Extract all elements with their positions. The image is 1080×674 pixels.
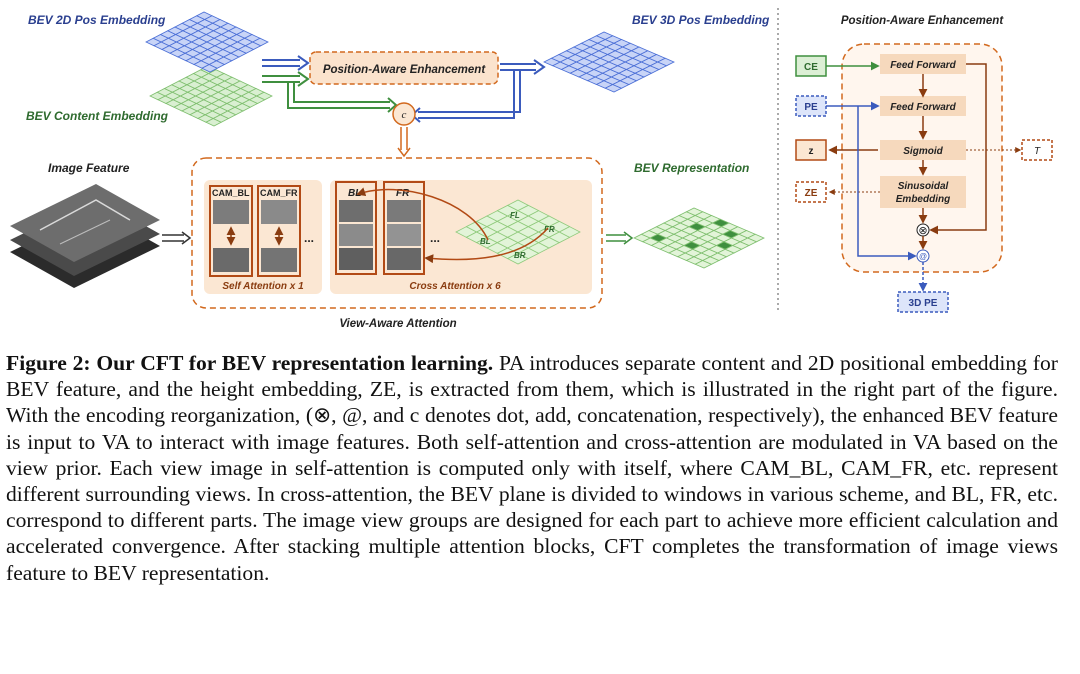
bev-3d-pos-grid: [543, 31, 675, 93]
bl-image-3: [339, 248, 373, 270]
ff2-box: [880, 96, 966, 116]
self-attention-label: Self Attention x 1: [222, 281, 304, 292]
grid-br-label: BR: [514, 251, 526, 260]
sinusoidal-box: [880, 176, 966, 208]
va-to-bev-arrow: [606, 231, 634, 245]
sigmoid-box: [880, 140, 966, 160]
grid-cell: [746, 233, 765, 243]
bl-image-2: [339, 224, 373, 246]
cam-fr-frame: [257, 185, 301, 277]
concat-node: [392, 102, 416, 126]
pae-to-3d-arrow: [500, 59, 546, 75]
bev-content-label: BEV Content Embedding: [26, 109, 169, 123]
bev-2d-pos-grid: [145, 11, 269, 73]
grid-cell: [558, 226, 581, 238]
grid-fr-label: FR: [544, 225, 555, 234]
sinusoidal-label-2: Embedding: [896, 194, 950, 205]
caption-paragraph: Figure 2: Our CFT for BEV representation…: [6, 350, 1058, 586]
bev-2d-pos-label: BEV 2D Pos Embedding: [28, 13, 166, 27]
fr-image-3: [387, 248, 421, 270]
pae-panel-connectors: [826, 61, 1022, 292]
figure-caption: Figure 2: Our CFT for BEV representation…: [6, 350, 1058, 586]
cam-fr-label: CAM_FR: [260, 188, 298, 198]
add-label: @: [919, 252, 927, 261]
self-ellipsis: ...: [304, 231, 314, 245]
grid-cell: [251, 37, 269, 47]
cam-bl-label: CAM_BL: [212, 188, 250, 198]
ff1-box: [880, 54, 966, 74]
cross-window-grid: [455, 199, 581, 265]
caption-label: Figure 2: Our CFT for BEV representation…: [6, 351, 494, 375]
view-aware-attention-block: [191, 157, 603, 309]
cross-ellipsis: ...: [430, 231, 440, 245]
content-to-concat-arrow: [287, 82, 398, 113]
concat-label: c: [402, 109, 407, 121]
view-aware-label: View-Aware Attention: [339, 318, 456, 330]
ze-label: ZE: [805, 188, 818, 199]
fr-frame: [383, 181, 425, 275]
caption-text: PA introduces separate content and 2D po…: [6, 351, 1058, 585]
bev-content-grid: [149, 65, 273, 127]
sinusoidal-label-1: Sinusoidal: [898, 181, 949, 192]
ff1-label: Feed Forward: [890, 60, 956, 71]
sigmoid-label: Sigmoid: [903, 146, 943, 157]
cross-attention-label: Cross Attention x 6: [409, 281, 501, 292]
bl-label: BL: [348, 188, 361, 199]
pae-box-label: Position-Aware Enhancement: [323, 64, 486, 76]
grid-bl-label: BL: [480, 237, 491, 246]
image-feature-stack: [10, 184, 160, 288]
bev-3d-pos-label: BEV 3D Pos Embedding: [632, 13, 770, 27]
z-label: z: [809, 146, 814, 157]
bl-frame: [335, 181, 377, 275]
concat-to-va-arrow: [397, 127, 411, 158]
fr-image-2: [387, 224, 421, 246]
t-label: T: [1034, 146, 1041, 157]
pae-box: [309, 51, 499, 85]
pae-panel-title: Position-Aware Enhancement: [841, 15, 1004, 27]
bl-image-1: [339, 200, 373, 222]
image-to-va-arrow: [162, 231, 192, 245]
out-3dpe-box: [897, 291, 949, 313]
cam-bl-image-top: [213, 200, 249, 224]
bev-representation-grid: [633, 207, 765, 269]
embedding-to-pae-arrows: [262, 55, 310, 87]
ce-label: CE: [804, 62, 818, 73]
cft-figure: BEV 2D Pos Embedding BEV Content Embeddi…: [10, 8, 1053, 330]
z-box: [795, 139, 827, 161]
cam-fr-image-top: [261, 200, 297, 224]
out-3dpe-label: 3D PE: [909, 298, 938, 309]
cam-bl-frame: [209, 185, 253, 277]
mul-label: ⊗: [918, 225, 927, 237]
grid-fl-label: FL: [510, 211, 520, 220]
grid-to-fr-arrow: [424, 227, 549, 264]
cam-fr-image-bottom: [261, 248, 297, 272]
grid-cell: [656, 57, 675, 67]
cam-bl-image-bottom: [213, 248, 249, 272]
grid-to-bl-arrow: [356, 187, 489, 241]
fr-image-1: [387, 200, 421, 222]
image-feature-label: Image Feature: [48, 161, 130, 175]
ze-box: [795, 181, 827, 203]
pe-label: PE: [804, 102, 818, 113]
ff2-label: Feed Forward: [890, 102, 956, 113]
fr-label: FR: [396, 188, 410, 199]
bev-representation-label: BEV Representation: [634, 161, 749, 175]
grid-cell: [255, 91, 273, 101]
t-box: [1021, 139, 1053, 161]
